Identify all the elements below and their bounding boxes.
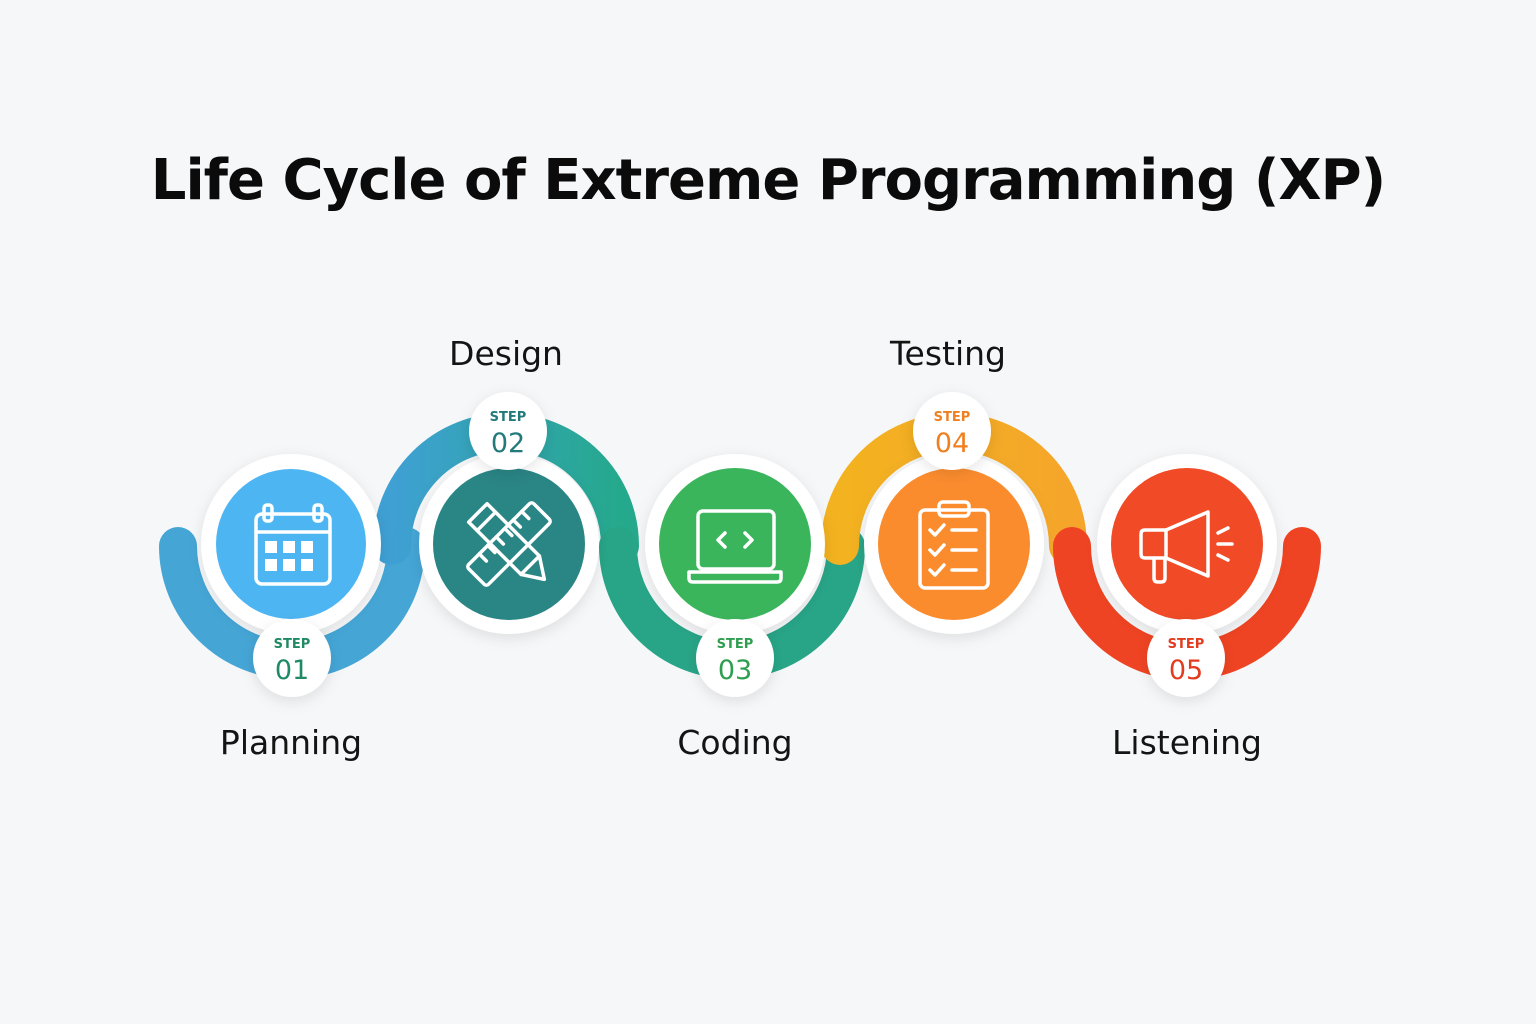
step-badge-word: STEP [934, 410, 971, 425]
step-badge-number: 05 [1169, 655, 1203, 686]
step-badge-number: 02 [491, 428, 525, 459]
step-label: Design [449, 334, 563, 373]
step-circle [1111, 468, 1263, 620]
step-label: Testing [889, 334, 1006, 373]
calendar-icon [254, 503, 332, 586]
step-badge [696, 619, 774, 697]
clipboard-checklist-icon [918, 500, 990, 590]
step-design: STEP 02 Design [419, 334, 599, 634]
step-listening: STEP 05 Listening [1097, 454, 1277, 762]
step-planning: STEP 01 Planning [201, 454, 381, 762]
step-badge [913, 392, 991, 470]
step-badge [469, 392, 547, 470]
diagram-title: Life Cycle of Extreme Programming (XP) [150, 148, 1386, 213]
step-circle [878, 468, 1030, 620]
step-label: Coding [677, 723, 792, 762]
step-badge-word: STEP [717, 637, 754, 652]
step-badge [1147, 619, 1225, 697]
step-badge-number: 01 [275, 655, 309, 686]
step-testing: STEP 04 Testing [864, 334, 1044, 634]
pencil-ruler-icon [466, 501, 552, 587]
step-badge [253, 619, 331, 697]
step-badge-word: STEP [490, 410, 527, 425]
step-label: Planning [220, 723, 362, 762]
laptop-code-icon [687, 509, 783, 584]
step-badge-number: 03 [718, 655, 752, 686]
step-badge-number: 04 [935, 428, 969, 459]
step-label: Listening [1112, 723, 1262, 762]
step-badge-word: STEP [274, 637, 311, 652]
step-badge-word: STEP [1168, 637, 1205, 652]
step-circle [659, 468, 811, 620]
step-coding: STEP 03 Coding [645, 454, 825, 762]
megaphone-icon [1139, 510, 1234, 584]
step-circle [433, 468, 585, 620]
